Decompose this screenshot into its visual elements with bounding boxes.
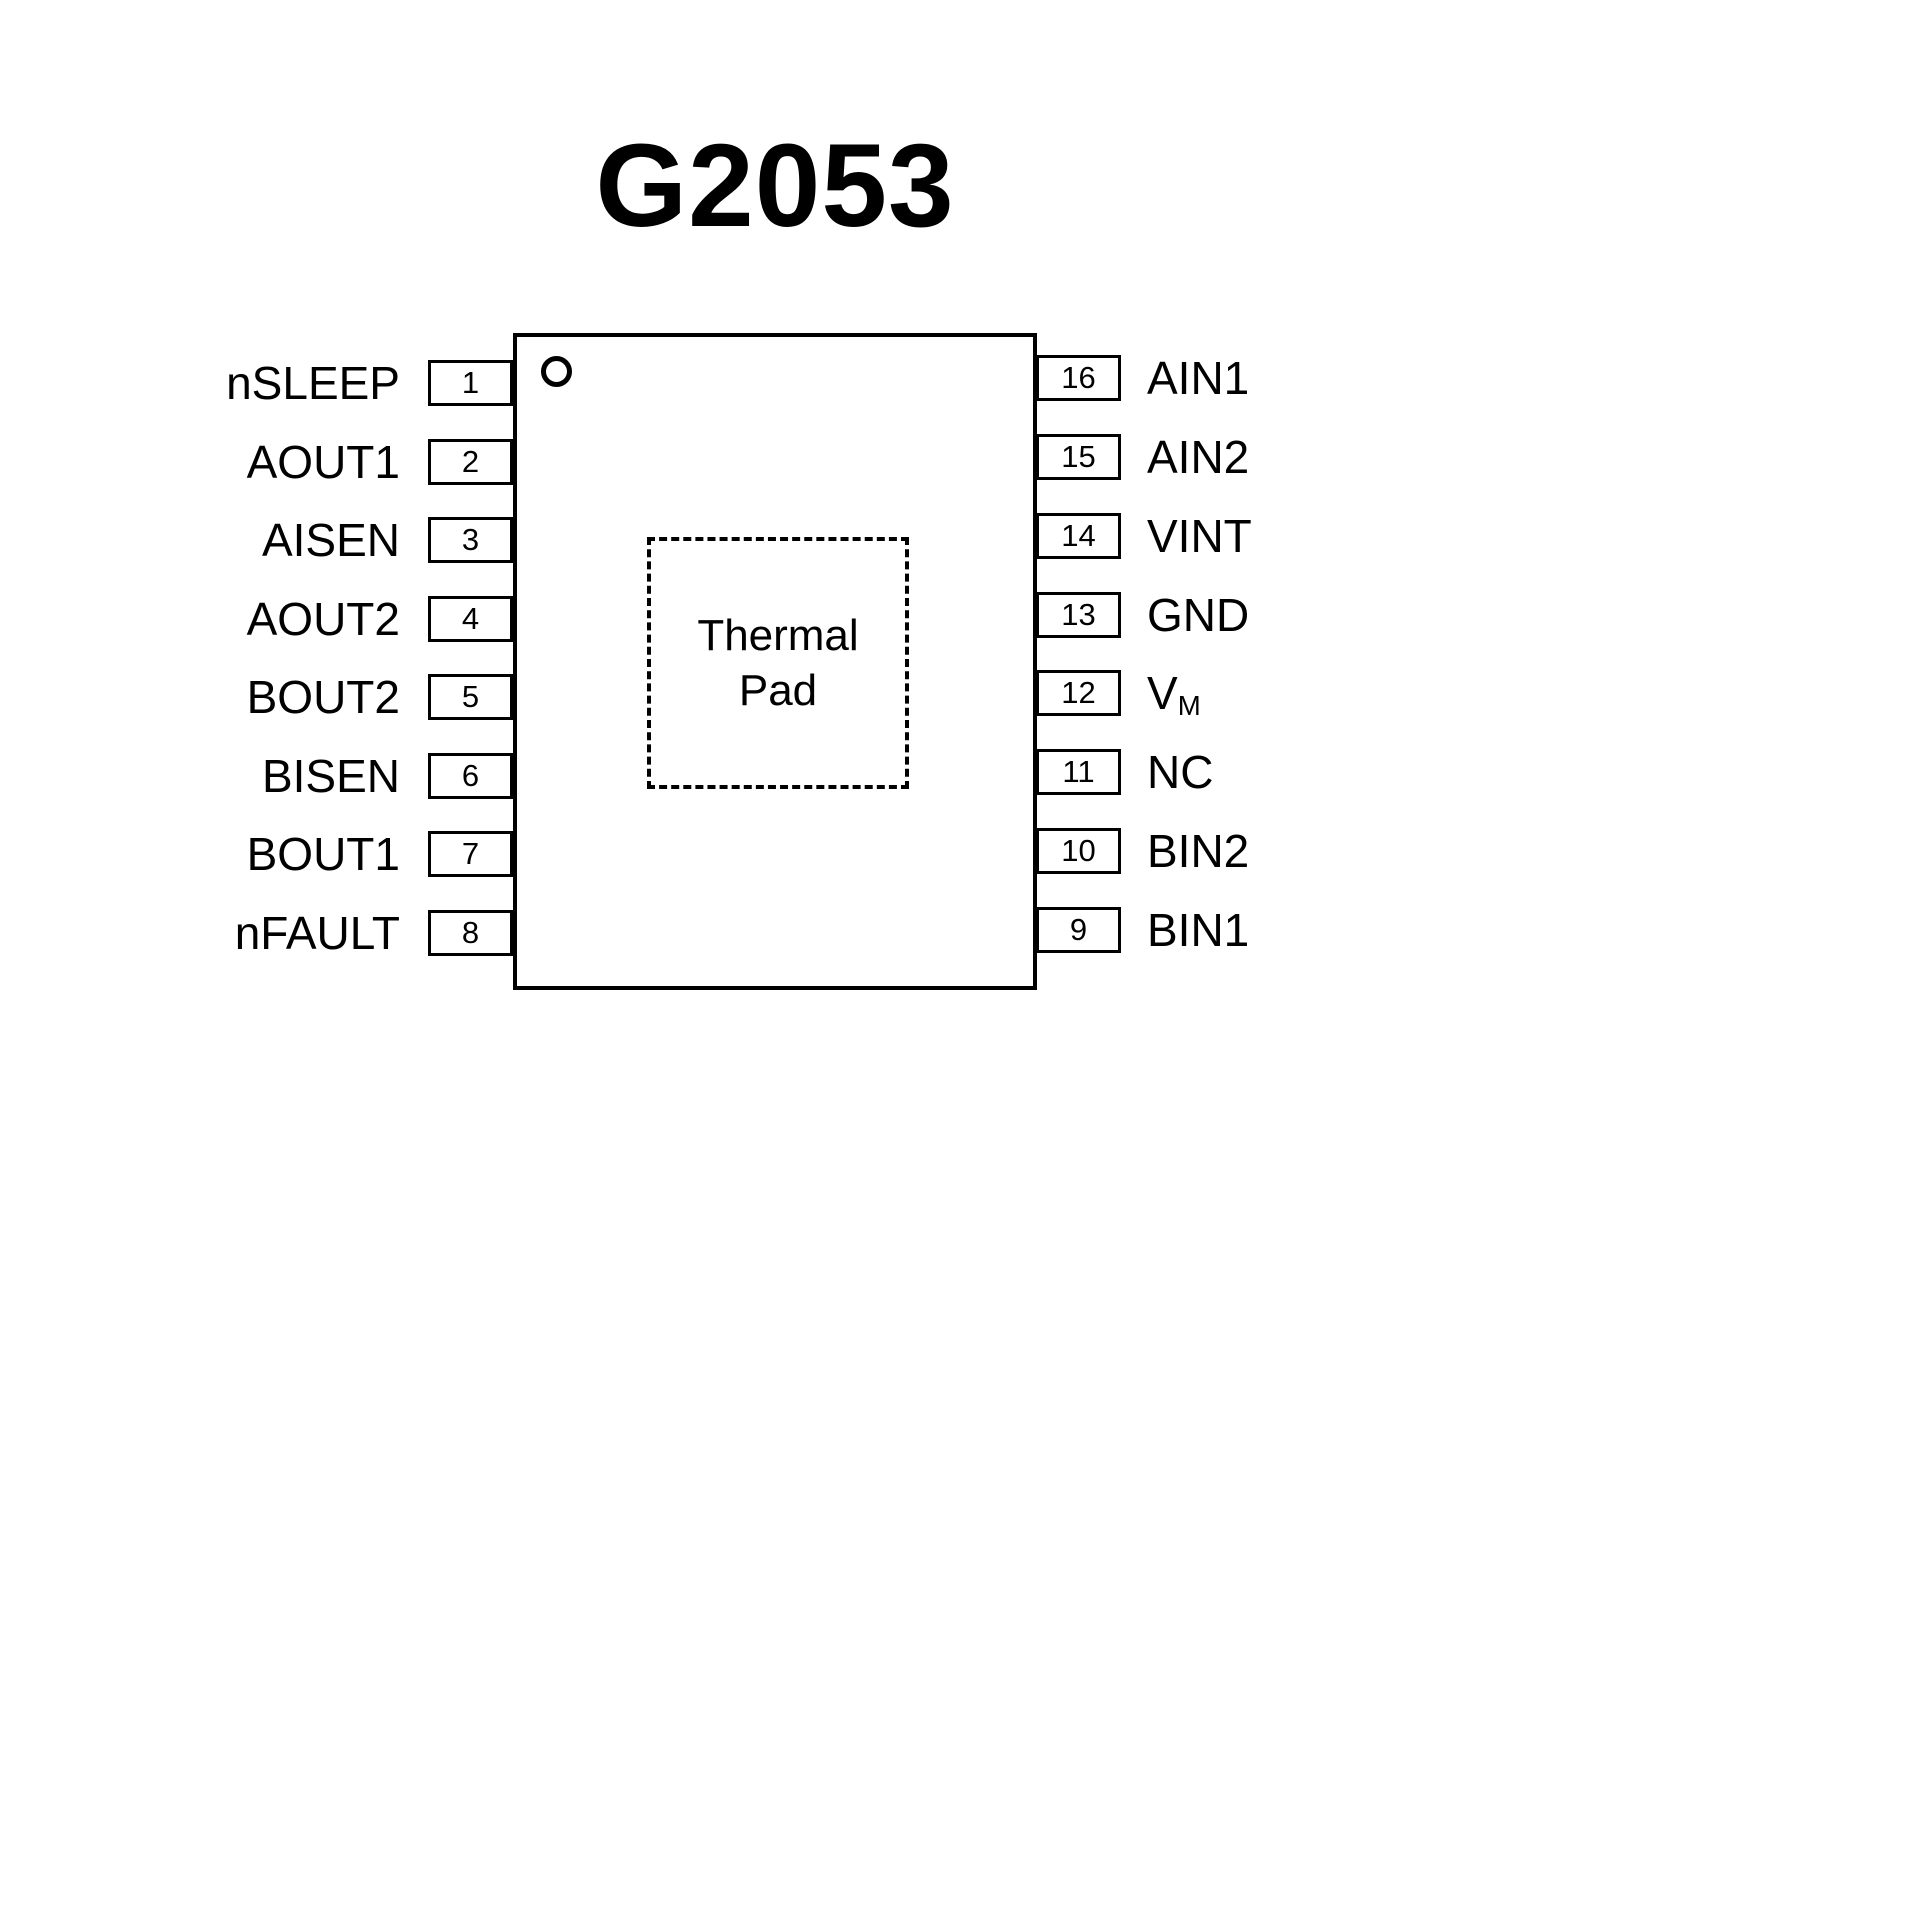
- pin-number-11: 11: [1062, 754, 1095, 790]
- pin-label-nfault: nFAULT: [234, 906, 400, 959]
- pin-number-10: 10: [1061, 833, 1096, 869]
- pin-label-bin2: BIN2: [1147, 825, 1250, 878]
- pin-row-4: AOUT2 4: [90, 593, 513, 645]
- pin-row-2: AOUT1 2: [90, 436, 513, 488]
- pin-box-8: 8: [428, 909, 513, 956]
- pin-row-16: 16 AIN1: [1036, 352, 1486, 404]
- pin-box-5: 5: [428, 674, 513, 721]
- pin-label-ain1: AIN1: [1147, 352, 1250, 404]
- pin-box-13: 13: [1036, 591, 1121, 638]
- pin-box-15: 15: [1036, 433, 1121, 480]
- pin-label-ain2: AIN2: [1147, 430, 1250, 483]
- right-pin-column: 16 AIN1 15 AIN2 14 VINT 13 GND 12 VM 11 …: [1036, 352, 1486, 956]
- pin-label-gnd: GND: [1147, 588, 1250, 641]
- pin-box-7: 7: [428, 831, 513, 878]
- pin-number-15: 15: [1061, 438, 1096, 474]
- pin-box-1: 1: [428, 360, 513, 406]
- pin-label-vint: VINT: [1147, 509, 1252, 562]
- pin-number-13: 13: [1061, 596, 1096, 632]
- chip-title: G2053: [595, 120, 955, 252]
- pin-number-9: 9: [1069, 911, 1088, 947]
- pin-row-6: BISEN 6: [90, 750, 513, 802]
- pin-label-bout2: BOUT2: [246, 671, 400, 724]
- pin-label-aout2: AOUT2: [246, 592, 400, 645]
- pin-row-14: 14 VINT: [1036, 510, 1486, 562]
- pin-row-3: AISEN 3: [90, 514, 513, 566]
- pin-box-2: 2: [428, 438, 513, 485]
- pin-row-8: nFAULT 8: [90, 907, 513, 959]
- pin-box-4: 4: [428, 595, 513, 642]
- pin-box-3: 3: [428, 517, 513, 564]
- pin-box-9: 9: [1036, 906, 1121, 953]
- pin-label-nsleep: nSLEEP: [226, 357, 400, 409]
- pin-box-14: 14: [1036, 512, 1121, 559]
- pin-number-16: 16: [1061, 360, 1096, 395]
- pin-number-14: 14: [1061, 517, 1096, 553]
- pin-number-6: 6: [461, 757, 480, 793]
- pin-box-6: 6: [428, 752, 513, 799]
- left-pin-column: nSLEEP 1 AOUT1 2 AISEN 3 AOUT2 4 BOUT2 5…: [90, 357, 513, 959]
- pin-row-12: 12 VM: [1036, 667, 1486, 721]
- pin-row-7: BOUT1 7: [90, 828, 513, 880]
- pin-number-7: 7: [461, 836, 480, 872]
- thermal-pad-label-line1: Thermal: [697, 611, 859, 660]
- thermal-pad: Thermal Pad: [647, 537, 909, 789]
- pin-row-5: BOUT2 5: [90, 671, 513, 723]
- chip-body: Thermal Pad: [513, 333, 1037, 990]
- pin-box-16: 16: [1036, 355, 1121, 401]
- pin-label-vm: VM: [1147, 666, 1201, 722]
- pin-number-3: 3: [461, 522, 480, 558]
- pin-box-12: 12: [1036, 670, 1121, 717]
- pin1-indicator-icon: [541, 356, 572, 387]
- pin-row-13: 13 GND: [1036, 589, 1486, 641]
- pin-label-vm-subscript: M: [1177, 690, 1201, 722]
- pin-label-bisen: BISEN: [261, 749, 400, 802]
- pin-row-11: 11 NC: [1036, 746, 1486, 798]
- pin-label-nc: NC: [1147, 746, 1214, 799]
- pin-number-4: 4: [461, 600, 480, 636]
- pin-row-1: nSLEEP 1: [90, 357, 513, 409]
- pin-label-bout1: BOUT1: [246, 828, 400, 881]
- pin-row-10: 10 BIN2: [1036, 825, 1486, 877]
- pin-label-bin1: BIN1: [1147, 903, 1250, 956]
- pin-number-12: 12: [1061, 675, 1096, 711]
- pin-box-10: 10: [1036, 828, 1121, 875]
- pin-number-8: 8: [461, 914, 480, 950]
- pin-label-vm-main: V: [1147, 667, 1178, 720]
- pin-number-2: 2: [461, 443, 480, 479]
- pin-number-1: 1: [461, 365, 480, 400]
- pin-label-aout1: AOUT1: [246, 435, 400, 488]
- pin-label-aisen: AISEN: [261, 514, 400, 567]
- pin-row-9: 9 BIN1: [1036, 904, 1486, 956]
- pin-number-5: 5: [461, 679, 480, 715]
- pin-box-11: 11: [1036, 749, 1121, 796]
- pin-row-15: 15 AIN2: [1036, 431, 1486, 483]
- thermal-pad-label-line2: Pad: [738, 666, 818, 715]
